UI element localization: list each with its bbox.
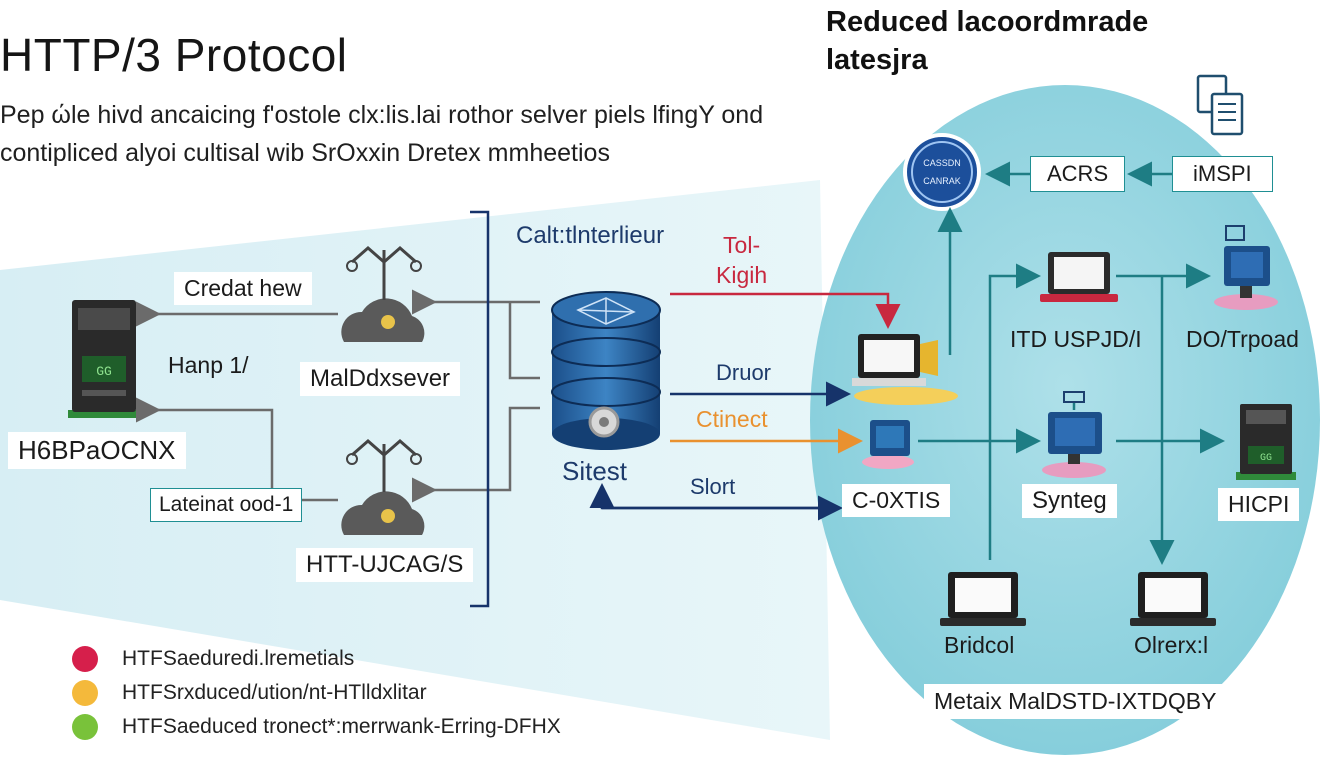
page-title: HTTP/3 Protocol (0, 29, 348, 81)
workstation-icon (852, 334, 958, 405)
server-icon: GG (68, 300, 140, 418)
node-label: ITD USPJD/I (1010, 326, 1142, 352)
legend-red-dot (72, 646, 98, 672)
right-connectors (918, 161, 1225, 565)
legend-item: HTFSaeduredi.lremetials (72, 642, 561, 676)
legend-label: HTFSrxduced/ution/nt-HTlldxlitar (122, 681, 427, 704)
monitor-icon (1042, 391, 1106, 478)
monitor-icon (862, 420, 914, 469)
arrow-label: Lateinat ood-1 (150, 488, 303, 522)
laptop-icon (1130, 572, 1216, 626)
subtitle-line: Pep ώle hivd ancaicing f'ostole clx:lis.… (0, 101, 764, 129)
monitor-icon (1214, 225, 1278, 310)
laptop-icon (940, 572, 1026, 626)
server-icon: GG (1236, 404, 1296, 480)
subtitle-line: contipliced alyoi cultisal wib SrOxxin D… (0, 139, 610, 167)
database-icon (551, 291, 661, 450)
protocol-badge-icon: CASSDN CANRAK (903, 133, 981, 211)
arrow-label: Druor (716, 360, 772, 385)
legend-label: HTFSaeduredi.lremetials (122, 647, 355, 670)
bracket-label: Calt:tlnterlieur (516, 222, 665, 249)
bracket (470, 210, 490, 608)
node-label: DO/Trpoad (1186, 326, 1299, 352)
arrow-label: Hanp 1/ (168, 352, 249, 378)
svg-text:GG: GG (1260, 453, 1272, 464)
arrow-label: Ctinect (696, 406, 768, 432)
legend-item: HTFSaeduced tronect*:merrwank-Erring-DFH… (72, 710, 561, 744)
svg-text:CASSDN: CASSDN (923, 158, 961, 168)
database-label: Sitest (562, 456, 628, 486)
document-icon (1196, 74, 1244, 136)
arrow-label: Slort (690, 474, 736, 499)
arrow-label: Tol- Kigih (716, 232, 768, 288)
imspi-box: iMSPI (1172, 156, 1273, 192)
node-label: Olrerx:l (1134, 632, 1209, 658)
cloud-label: MalDdxsever (300, 362, 461, 396)
node-label: Bridcol (944, 632, 1015, 658)
legend: HTFSaeduredi.lremetials HTFSrxduced/utio… (72, 642, 561, 744)
laptop-icon (1040, 252, 1118, 302)
footer-box: Metaix MalDSTD-IXTDQBY (924, 684, 1227, 719)
red-connector (670, 292, 901, 329)
section-title: Reduced lacoordmrade (826, 6, 1149, 38)
svg-text:GG: GG (96, 364, 112, 379)
svg-text:CANRAK: CANRAK (923, 176, 961, 186)
legend-yellow-dot (72, 680, 98, 706)
cloud-icon (341, 439, 425, 535)
acrs-box: ACRS (1030, 156, 1126, 192)
node-label: HICPI (1218, 488, 1300, 521)
cloud-label: HTT-UJCAG/S (296, 548, 474, 582)
node-label: C-0XTIS (842, 484, 951, 517)
arrow-label: Credat hew (174, 272, 312, 305)
legend-green-dot (72, 714, 98, 740)
legend-label: HTFSaeduced tronect*:merrwank-Erring-DFH… (122, 715, 561, 738)
section-title: latesjra (826, 44, 928, 76)
server-label: H6BPaOCNX (8, 432, 186, 469)
node-label: Synteg (1022, 484, 1117, 518)
legend-item: HTFSrxduced/ution/nt-HTlldxlitar (72, 676, 561, 710)
cloud-icon (341, 246, 425, 342)
